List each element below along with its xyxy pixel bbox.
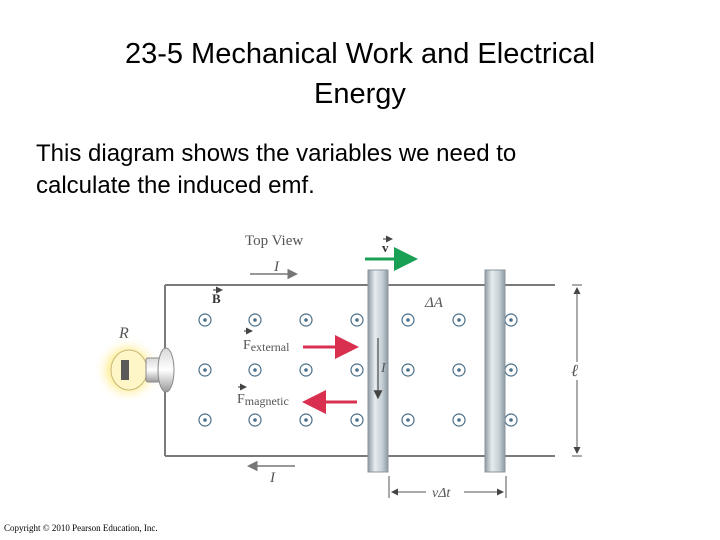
field-dot bbox=[248, 313, 262, 327]
length-label-bg bbox=[570, 362, 584, 380]
length-label: ℓ bbox=[571, 361, 578, 380]
copyright-notice: Copyright © 2010 Pearson Education, Inc. bbox=[4, 523, 158, 533]
external-force: Fexternal bbox=[243, 327, 359, 359]
current-top: I bbox=[250, 259, 298, 280]
slide-title: 23-5 Mechanical Work and Electrical Ener… bbox=[40, 34, 680, 114]
magnetic-field-label: B bbox=[212, 286, 223, 306]
field-dot bbox=[401, 363, 415, 377]
bulb-socket bbox=[157, 347, 175, 393]
magnetic-force-symbol: F bbox=[237, 392, 245, 407]
field-dot bbox=[401, 313, 415, 327]
external-force-symbol: F bbox=[243, 338, 251, 353]
field-dot bbox=[504, 413, 518, 427]
field-dot bbox=[452, 363, 466, 377]
external-force-label: Fexternal bbox=[243, 338, 290, 354]
field-dot bbox=[504, 313, 518, 327]
field-dot bbox=[350, 413, 364, 427]
length-dimension: ℓ bbox=[570, 284, 584, 457]
area-label: ΔA bbox=[424, 295, 444, 311]
field-dot bbox=[248, 363, 262, 377]
velocity-vector: v bbox=[365, 235, 418, 271]
magnetic-force-label: Fmagnetic bbox=[237, 392, 289, 408]
slide-title-line-1: 23-5 Mechanical Work and Electrical bbox=[124, 38, 596, 70]
current-bottom: I bbox=[247, 460, 295, 486]
field-dot bbox=[299, 313, 313, 327]
current-label-rod: I bbox=[380, 361, 387, 376]
body-line-2: calculate the induced emf. bbox=[36, 172, 315, 199]
body-line-1: This diagram shows the variables we need… bbox=[36, 140, 517, 167]
magnetic-force: Fmagnetic bbox=[237, 383, 357, 414]
current-label-top: I bbox=[273, 259, 280, 275]
field-dot bbox=[350, 313, 364, 327]
field-dot bbox=[198, 313, 212, 327]
displacement-label: vΔt bbox=[432, 486, 451, 501]
field-dot bbox=[401, 413, 415, 427]
field-dot bbox=[248, 413, 262, 427]
slide-body-text: This diagram shows the variables we need… bbox=[36, 138, 696, 202]
resistor-label: R bbox=[118, 325, 129, 342]
field-dot bbox=[504, 363, 518, 377]
slide-title-line-2: Energy bbox=[314, 78, 406, 110]
magnetic-field-dots bbox=[198, 313, 518, 427]
current-label-bottom: I bbox=[269, 470, 276, 486]
light-bulb: R bbox=[94, 325, 175, 404]
field-dot bbox=[299, 363, 313, 377]
moving-rod: I bbox=[367, 269, 389, 473]
field-dot bbox=[452, 413, 466, 427]
field-label: B bbox=[212, 291, 221, 306]
field-dot bbox=[198, 363, 212, 377]
external-force-subscript: external bbox=[251, 340, 290, 354]
bulb-filament bbox=[121, 360, 129, 380]
field-dot bbox=[452, 313, 466, 327]
field-dot bbox=[350, 363, 364, 377]
field-dot bbox=[299, 413, 313, 427]
field-dot bbox=[198, 413, 212, 427]
velocity-label: v bbox=[382, 240, 389, 255]
displacement-dimension: vΔt bbox=[388, 476, 507, 501]
magnetic-force-subscript: magnetic bbox=[245, 394, 289, 408]
rod-later-position bbox=[484, 269, 506, 473]
top-view-label: Top View bbox=[245, 233, 303, 249]
